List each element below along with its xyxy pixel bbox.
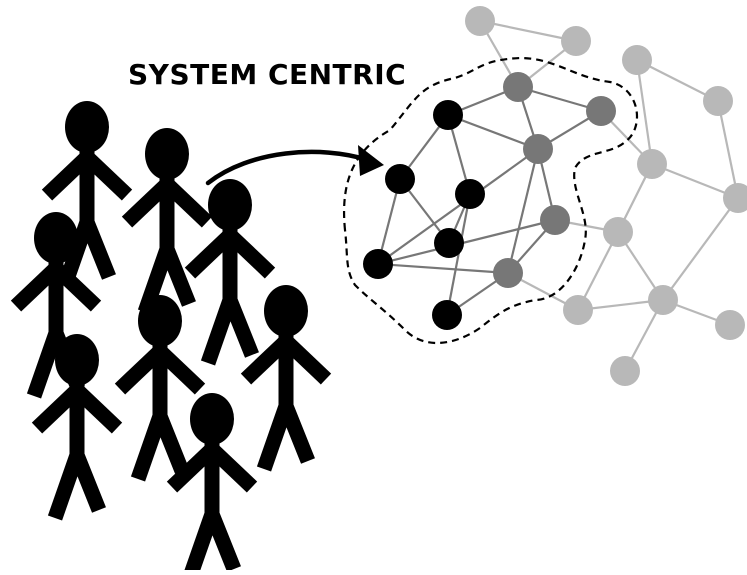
network-node-outer xyxy=(703,86,733,116)
person-figure xyxy=(121,128,213,315)
person-arm-right xyxy=(206,443,258,493)
network-edge xyxy=(651,162,739,200)
person-arm-right xyxy=(154,345,206,395)
network-edges xyxy=(376,19,740,372)
person-leg-right xyxy=(223,297,259,358)
network-edge xyxy=(377,262,509,275)
network-edge xyxy=(635,59,654,165)
network-node-outer xyxy=(561,26,591,56)
person-arm-right xyxy=(71,384,123,434)
person-arm-right xyxy=(224,229,276,279)
person-leg-right xyxy=(70,452,106,513)
network-edge xyxy=(636,59,719,102)
network-edge xyxy=(479,19,577,43)
network-edge xyxy=(662,197,739,301)
network-node-border xyxy=(503,72,533,102)
network-node-outer xyxy=(637,149,667,179)
person-arm-left xyxy=(184,229,236,279)
network-edge xyxy=(377,148,539,265)
network-node-border xyxy=(493,258,523,288)
network-edge xyxy=(447,113,539,151)
person-leg-right xyxy=(80,219,116,280)
network-node-inner xyxy=(433,100,463,130)
person-arm-right xyxy=(280,335,332,385)
person-arm-left xyxy=(240,335,292,385)
person-arm-left xyxy=(10,262,62,312)
network-edge xyxy=(377,218,556,266)
network-node-border xyxy=(523,134,553,164)
person-figure xyxy=(31,334,123,521)
network-node-inner xyxy=(363,249,393,279)
person-leg-right xyxy=(279,403,315,464)
network-node-outer xyxy=(603,217,633,247)
person-head xyxy=(34,212,78,264)
network-node-outer xyxy=(723,183,747,213)
network-node-outer xyxy=(610,356,640,386)
network-edge xyxy=(506,148,540,274)
person-head xyxy=(138,295,182,347)
diagram-title: SYSTEM CENTRIC xyxy=(128,58,407,91)
person-arm-right xyxy=(50,262,102,312)
person-leg-right xyxy=(205,511,241,572)
person-head xyxy=(208,179,252,231)
network-node-border xyxy=(540,205,570,235)
system-boundary xyxy=(343,56,639,344)
person-arm-right xyxy=(81,151,133,201)
person-head xyxy=(145,128,189,180)
person-arm-left xyxy=(31,384,83,434)
person-arm-right xyxy=(161,178,213,228)
person-figure xyxy=(114,295,206,482)
arrow-shaft xyxy=(205,149,371,186)
person-arm-left xyxy=(41,151,93,201)
person-arm-left xyxy=(121,178,173,228)
network-node-outer xyxy=(563,295,593,325)
person-head xyxy=(264,285,308,337)
network-node-outer xyxy=(622,45,652,75)
arrowhead xyxy=(358,145,384,176)
network-node-outer xyxy=(465,6,495,36)
person-arm-left xyxy=(114,345,166,395)
network-node-outer xyxy=(648,285,678,315)
network-node-outer xyxy=(715,310,745,340)
person-figure xyxy=(184,179,276,366)
people-group xyxy=(10,101,332,575)
network-node-inner xyxy=(434,228,464,258)
network-node-inner xyxy=(455,179,485,209)
network-nodes xyxy=(363,6,747,386)
network-node-inner xyxy=(432,300,462,330)
network-edge xyxy=(716,100,740,199)
person-head xyxy=(55,334,99,386)
person-leg-right xyxy=(160,246,196,307)
person-figure xyxy=(240,285,332,472)
person-head xyxy=(65,101,109,153)
person-figure xyxy=(166,393,258,575)
person-arm-left xyxy=(166,443,218,493)
network-node-border xyxy=(586,96,616,126)
network-node-inner xyxy=(385,164,415,194)
person-figure xyxy=(41,101,133,288)
person-leg-right xyxy=(153,413,189,474)
person-head xyxy=(190,393,234,445)
